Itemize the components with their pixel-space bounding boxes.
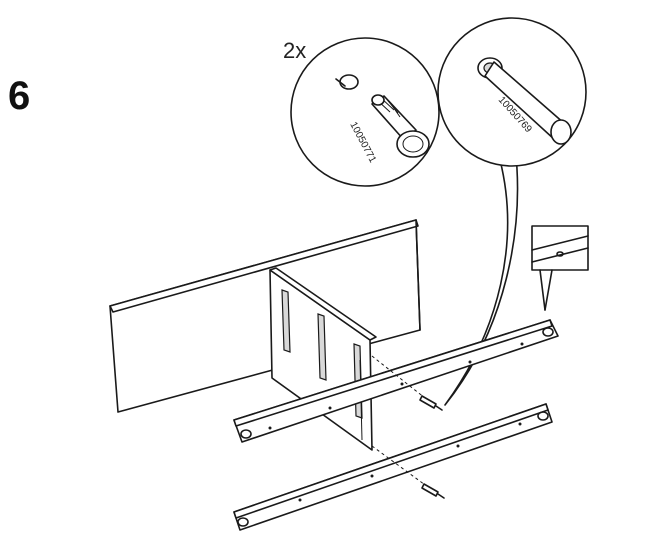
callout-right: 10050769 bbox=[437, 17, 587, 406]
quantity-label: 2x bbox=[283, 38, 307, 63]
back-panel bbox=[109, 219, 421, 413]
wooden-peg-icon bbox=[477, 57, 572, 145]
detail-inset bbox=[531, 225, 589, 311]
callout-left: 10050771 bbox=[290, 37, 440, 187]
screw-icon bbox=[421, 483, 445, 499]
dowel-icon bbox=[371, 94, 430, 158]
screw-icon bbox=[419, 395, 443, 411]
upper-rail bbox=[233, 319, 559, 443]
lower-rail bbox=[233, 403, 553, 531]
step-number: 6 bbox=[8, 74, 31, 118]
